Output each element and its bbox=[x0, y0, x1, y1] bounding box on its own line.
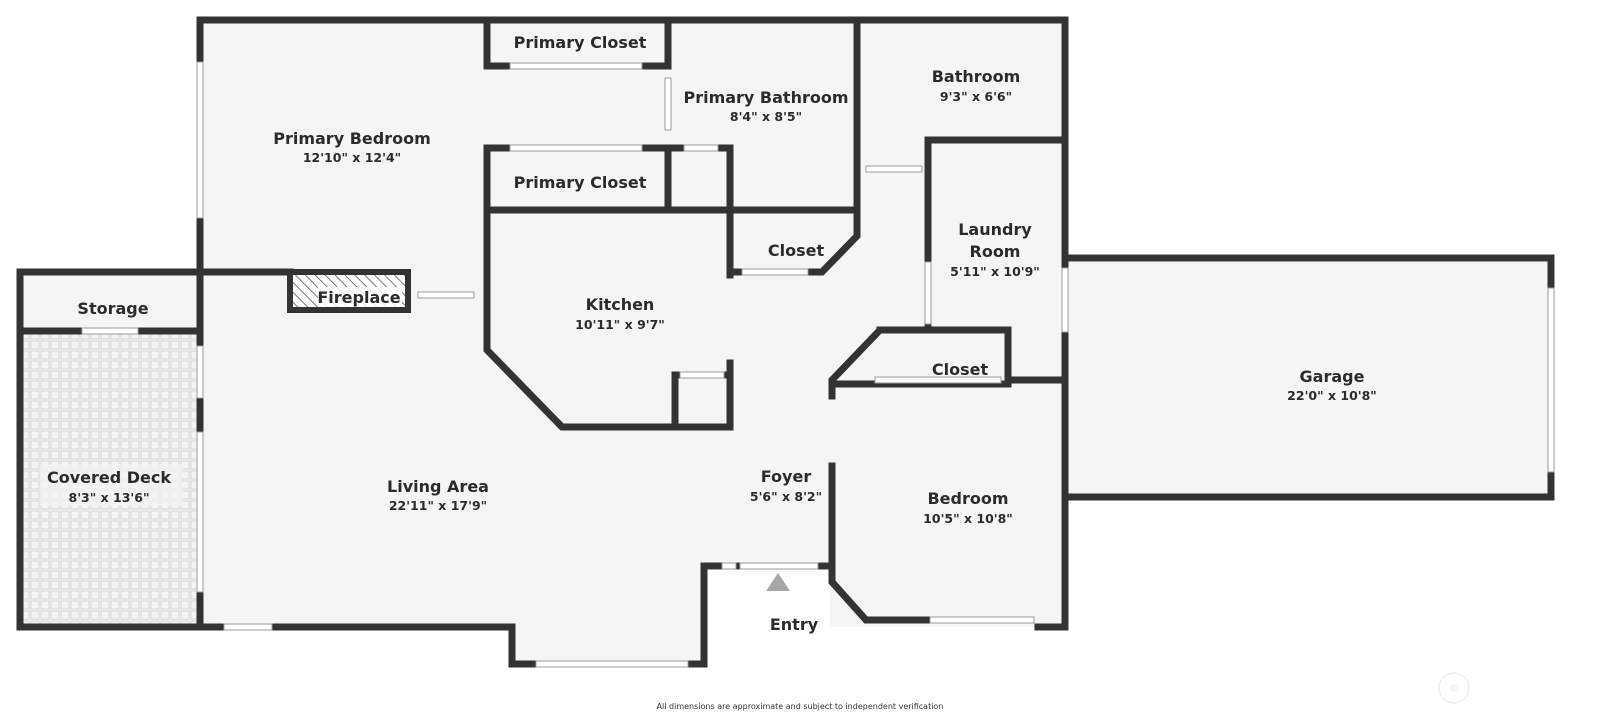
svg-text:8'3" x 13'6": 8'3" x 13'6" bbox=[69, 490, 150, 505]
room-label-kitchen: Kitchen 10'11" x 9'7" bbox=[575, 295, 665, 332]
svg-text:Primary Bedroom: Primary Bedroom bbox=[273, 129, 431, 148]
room-label-fireplace: Fireplace bbox=[317, 287, 402, 307]
svg-text:Closet: Closet bbox=[932, 360, 989, 379]
svg-text:10'5" x 10'8": 10'5" x 10'8" bbox=[923, 511, 1013, 526]
svg-text:22'11" x 17'9": 22'11" x 17'9" bbox=[389, 498, 487, 513]
svg-text:Bathroom: Bathroom bbox=[932, 67, 1021, 86]
svg-text:12'10" x 12'4": 12'10" x 12'4" bbox=[303, 150, 401, 165]
svg-text:Kitchen: Kitchen bbox=[586, 295, 655, 314]
svg-text:9'3" x 6'6": 9'3" x 6'6" bbox=[940, 89, 1012, 104]
room-label-entry: Entry bbox=[770, 615, 819, 634]
room-label-primary-closet-top: Primary Closet bbox=[514, 33, 647, 52]
svg-text:Entry: Entry bbox=[770, 615, 819, 634]
room-label-garage: Garage 22'0" x 10'8" bbox=[1287, 367, 1377, 403]
svg-text:Closet: Closet bbox=[768, 241, 825, 260]
room-label-primary-closet-bottom: Primary Closet bbox=[514, 173, 647, 192]
svg-text:5'6" x 8'2": 5'6" x 8'2" bbox=[750, 489, 822, 504]
room-label-storage: Storage bbox=[77, 299, 148, 318]
svg-text:8'4" x 8'5": 8'4" x 8'5" bbox=[730, 109, 802, 124]
openings bbox=[81, 61, 1555, 668]
svg-text:Fireplace: Fireplace bbox=[317, 288, 400, 307]
svg-text:Room: Room bbox=[970, 242, 1021, 261]
svg-text:Garage: Garage bbox=[1300, 367, 1365, 386]
svg-text:Primary Closet: Primary Closet bbox=[514, 33, 647, 52]
svg-text:5'11" x 10'9": 5'11" x 10'9" bbox=[950, 264, 1040, 279]
svg-text:Primary Bathroom: Primary Bathroom bbox=[683, 88, 848, 107]
entry-arrow-icon bbox=[766, 573, 790, 591]
room-label-laundry-room: Laundry Room 5'11" x 10'9" bbox=[950, 220, 1040, 279]
svg-text:Foyer: Foyer bbox=[761, 467, 812, 486]
watermark-logo-icon bbox=[1438, 672, 1470, 704]
svg-text:22'0" x 10'8": 22'0" x 10'8" bbox=[1287, 388, 1377, 403]
room-label-bedroom: Bedroom 10'5" x 10'8" bbox=[923, 489, 1013, 526]
svg-text:Living Area: Living Area bbox=[387, 477, 489, 496]
svg-text:Laundry: Laundry bbox=[958, 220, 1032, 239]
svg-text:Bedroom: Bedroom bbox=[927, 489, 1008, 508]
svg-text:Covered Deck: Covered Deck bbox=[47, 468, 171, 487]
svg-text:10'11" x 9'7": 10'11" x 9'7" bbox=[575, 317, 665, 332]
room-label-covered-deck: Covered Deck 8'3" x 13'6" bbox=[40, 464, 182, 506]
room-label-primary-bathroom: Primary Bathroom 8'4" x 8'5" bbox=[683, 88, 848, 124]
room-label-living-area: Living Area 22'11" x 17'9" bbox=[387, 477, 489, 513]
svg-text:Primary Closet: Primary Closet bbox=[514, 173, 647, 192]
svg-text:Storage: Storage bbox=[77, 299, 148, 318]
disclaimer-text: All dimensions are approximate and subje… bbox=[657, 702, 944, 711]
room-label-closet-bedroom: Closet bbox=[932, 360, 989, 379]
room-label-primary-bedroom: Primary Bedroom 12'10" x 12'4" bbox=[273, 129, 431, 165]
room-label-bathroom: Bathroom 9'3" x 6'6" bbox=[932, 67, 1021, 104]
room-label-foyer: Foyer 5'6" x 8'2" bbox=[750, 467, 822, 504]
floor-area bbox=[20, 22, 1600, 665]
room-label-closet-kitchen: Closet bbox=[768, 241, 825, 260]
